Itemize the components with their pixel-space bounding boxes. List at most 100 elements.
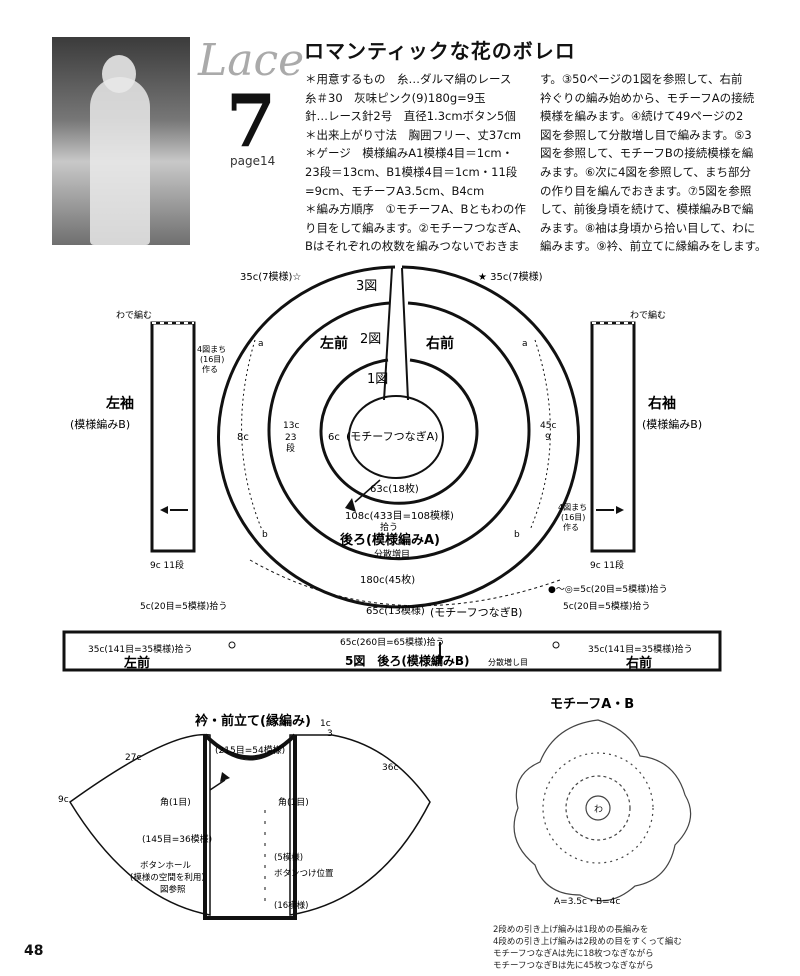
label-dot-note: ●〜◎=5c(20目=5模様)拾う (548, 583, 668, 595)
label-dan: 段 (286, 442, 295, 454)
instruction-line: 編みます。⑨衿、前立てに縁編みをします。 (540, 239, 767, 254)
instruction-line: =9cm、モチーフA3.5cm、B4cm (305, 183, 485, 198)
instruction-line: り目をして編みます。②モチーフつなぎA、 (305, 220, 528, 235)
middle-ring (267, 301, 531, 561)
label-9: 9 (545, 433, 551, 443)
label-wa-right: わで編む (630, 309, 666, 321)
right-sleeve-shape (590, 321, 636, 553)
label-108c: 108c(433目=108模様) (345, 509, 454, 522)
instructions-column-2: す。③50ページの1図を参照して、右前 衿ぐりの編み始めから、モチーフAの接続 … (540, 70, 785, 256)
label-star-right: ★ 35c(7模様) (478, 270, 543, 283)
label-motif-b: (モチーフつなぎB) (430, 605, 522, 619)
instruction-line: ＊出来上がり寸法 胸囲フリー、丈37cm (305, 127, 522, 142)
arrow-back (345, 498, 356, 512)
instruction-line: ＊編み方順序 ①モチーフA、Bともわの作 (305, 202, 526, 217)
instruction-line: して、前後身頃を続けて、模様編みBで編 (540, 202, 754, 217)
instruction-line: 図を参照して、モチーフBの接続模様を編 (540, 146, 754, 161)
label-a-left: a (258, 339, 264, 349)
label-5m: (5模様) (274, 852, 303, 863)
label-a-right: a (522, 339, 528, 349)
collar-diagram: 衿・前立て(縁編み) (215目=54模様) 1c 3 27c 36c 9c 角… (58, 713, 431, 920)
label-13c: 13c (283, 421, 299, 431)
inner-ring (319, 358, 479, 505)
label-corner-left: 角(1目) (160, 796, 191, 808)
front-opening (383, 267, 409, 401)
label-45c: 45c (540, 421, 556, 431)
motif-note-line: モチーフつなぎBは先に45枚つなぎながら (493, 961, 654, 971)
label-9c-right: 9c 11段 (590, 559, 624, 571)
label-pattern-b-right: (模様編みB) (642, 417, 702, 431)
motif-size: A=3.5c・B=4c (554, 897, 620, 907)
label-pattern-b-left: (模様編みB) (70, 417, 130, 431)
label-63c: 63c(18枚) (370, 482, 419, 495)
label-button-pos: ボタンつけ位置 (274, 868, 334, 879)
label-bottom-mid: 65c(260目=65模様)拾う (340, 636, 445, 648)
label-machi-left-3: 作る (202, 364, 218, 374)
label-fig2: 2図 (360, 332, 381, 347)
instruction-line: ＊用意するもの 糸…ダルマ絹のレース (305, 72, 512, 86)
model-figure (90, 77, 150, 245)
label-left-sleeve: 左袖 (105, 395, 134, 412)
motif-chain-left (241, 339, 263, 531)
label-215: (215目=54模様) (215, 744, 285, 756)
page-reference: page14 (230, 154, 276, 168)
instruction-line: 23段＝13cm、B1模様4目＝1cm・11段 (305, 164, 518, 179)
label-corner-right: 角(1目) (278, 796, 309, 808)
motif-chain-right (529, 339, 551, 531)
label-5c-right: 5c(20目=5模様)拾う (563, 600, 650, 612)
label-bottom-left-num: 35c(141目=35模様)拾う (88, 643, 193, 655)
label-36c: 36c (382, 763, 398, 773)
instruction-line: 模様を編みます。④続けて49ページの2 (540, 109, 744, 124)
label-spread-inc2: 分散増し目 (488, 657, 528, 667)
left-sleeve-shape (150, 321, 196, 553)
label-button-hole2: (模様の空間を利用) (130, 872, 205, 883)
model-photo (52, 37, 190, 245)
project-number: 7 (226, 78, 277, 163)
label-back-a: 後ろ(模様編みA) (340, 532, 440, 548)
label-8c: 8c (237, 432, 249, 443)
label-3: 3 (327, 729, 333, 739)
label-button-hole: ボタンホール (140, 861, 192, 871)
outer-ring (217, 265, 580, 609)
motif-note-line: モチーフつなぎAは先に18枚つなぎながら (493, 949, 654, 959)
motif-diagram: モチーフA・B わ A=3.5c・B=4c (513, 697, 692, 907)
instruction-line: す。③50ページの1図を参照して、右前 (540, 72, 743, 86)
motif-note-line: 4段めの引き上げ編みは2段めの目をすくって編む (493, 937, 682, 947)
page-number: 48 (24, 943, 44, 959)
label-fig1: 1図 (367, 372, 388, 387)
label-27c: 27c (125, 753, 141, 763)
label-16m: (16模様) (274, 900, 308, 911)
label-bottom-right: 右前 (625, 655, 652, 671)
label-1c: 1c (320, 719, 331, 729)
instruction-line: の作り目を編んでおきます。⑦5図を参照 (540, 183, 752, 198)
label-machi-right-1: 4図まち (558, 503, 587, 512)
svg-text:わ: わ (594, 804, 603, 815)
label-motif-a: (モチーフつなぎA) (346, 429, 438, 443)
motif-note-line: 2段めの引き上げ編みは1段めの長編みを (493, 925, 649, 935)
label-9c: 9c (58, 795, 69, 805)
label-180c: 180c(45枚) (360, 573, 415, 586)
label-right-front: 右前 (425, 335, 454, 352)
label-machi-left-1: 4図まち (197, 345, 226, 354)
label-5c-left: 5c(20目=5模様)拾う (140, 600, 227, 612)
label-145: (145目=36模様) (142, 833, 212, 845)
instruction-line: 針…レース針2号 直径1.3cmボタン5個 (305, 109, 516, 124)
back-band (62, 630, 722, 672)
instruction-line: Bはそれぞれの枚数を編みつないでおきま (305, 239, 520, 254)
instruction-line: みます。⑧袖は身頃から拾い目して、わに (540, 220, 756, 235)
instructions-column-1: ＊用意するもの 糸…ダルマ絹のレース 糸＃30 灰味ピンク(9)180g=9玉 … (305, 70, 543, 256)
label-fig3: 3図 (356, 279, 377, 294)
motif-title: モチーフA・B (550, 697, 634, 712)
label-button-hole3: 図参照 (160, 884, 186, 895)
page-title: ロマンティックな花のボレロ (304, 39, 576, 63)
label-spread-inc: 分散増目 (374, 548, 410, 560)
label-fig5: 5図 後ろ(模様編みB) (345, 653, 469, 668)
motif-notes: 2段めの引き上げ編みは1段めの長編みを 4段めの引き上げ編みは2段めの目をすくっ… (493, 924, 793, 972)
label-left-front: 左前 (319, 335, 348, 352)
label-65c-13: 65c(13模様) (366, 604, 425, 617)
label-machi-left-2: (16目) (200, 355, 224, 364)
instruction-line: ＊ゲージ 模様編みA1模様4目＝1cm・ (305, 146, 514, 161)
collar-title: 衿・前立て(縁編み) (195, 713, 311, 729)
label-wa-left: わで編む (116, 309, 152, 321)
label-9c-left: 9c 11段 (150, 559, 184, 571)
